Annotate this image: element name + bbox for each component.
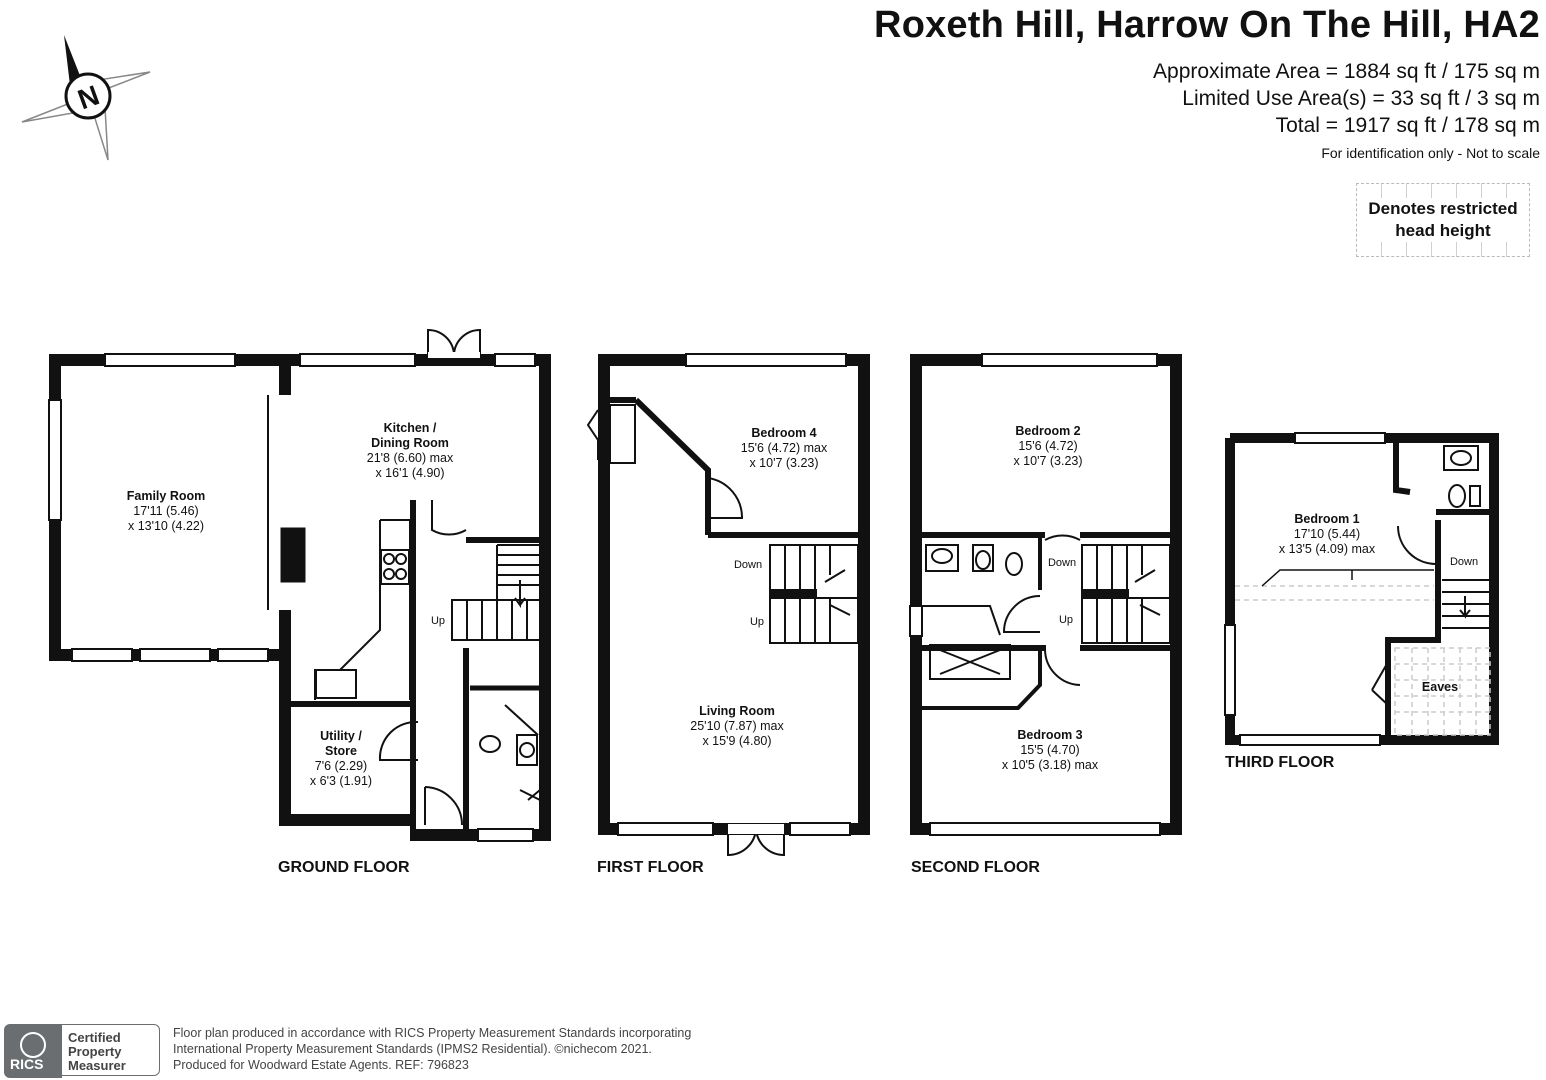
badge-line-2: Property — [68, 1044, 122, 1059]
kitchen-name-2: Dining Room — [371, 436, 449, 450]
bedroom1-size-1: 17'10 (5.44) — [1294, 527, 1360, 541]
badge-line-1: Certified — [68, 1030, 121, 1045]
living-room-size-1: 25'10 (7.87) max — [690, 719, 784, 733]
rics-emblem-icon — [20, 1032, 46, 1058]
family-room-name: Family Room — [127, 489, 206, 503]
eaves-label: Eaves — [1422, 680, 1458, 694]
utility-size-1: 7'6 (2.29) — [315, 759, 367, 773]
first-floor-plan — [586, 353, 870, 857]
kitchen-name-1: Kitchen / — [384, 421, 437, 435]
first-floor-label: FIRST FLOOR — [597, 859, 704, 876]
first-stairs-down-label: Down — [734, 559, 762, 571]
ground-floor-plan — [48, 328, 551, 842]
utility-name-1: Utility / — [320, 729, 362, 743]
total-area: Total = 1917 sq ft / 178 sq m — [1275, 114, 1540, 137]
bedroom2-size-1: 15'6 (4.72) — [1018, 439, 1077, 453]
bedroom1-size-2: x 13'5 (4.09) max — [1279, 542, 1376, 556]
bedroom2-size-2: x 10'7 (3.23) — [1013, 454, 1082, 468]
family-room-size-2: x 13'10 (4.22) — [128, 519, 204, 533]
bedroom3-name: Bedroom 3 — [1017, 728, 1082, 742]
bedroom4-size-2: x 10'7 (3.23) — [749, 456, 818, 470]
bedroom2-name: Bedroom 2 — [1015, 424, 1080, 438]
bedroom1-name: Bedroom 1 — [1294, 512, 1359, 526]
family-room-size-1: 17'11 (5.46) — [133, 504, 198, 518]
bedroom3-size-1: 15'5 (4.70) — [1020, 743, 1079, 757]
living-room-name: Living Room — [699, 704, 775, 718]
utility-name-2: Store — [325, 744, 357, 758]
bedroom4-size-1: 15'6 (4.72) max — [741, 441, 828, 455]
second-floor-label: SECOND FLOOR — [911, 859, 1040, 876]
third-floor-labels: Bedroom 1 17'10 (5.44) x 13'5 (4.09) max… — [1225, 512, 1478, 771]
kitchen-size-1: 21'8 (6.60) max — [367, 451, 454, 465]
legend-line-2: head height — [1361, 220, 1525, 242]
ground-floor-label: GROUND FLOOR — [278, 859, 410, 876]
footer-line-2: International Property Measurement Stand… — [173, 1042, 652, 1056]
rics-logo-text: RICS — [10, 1056, 44, 1072]
kitchen-size-2: x 16'1 (4.90) — [375, 466, 444, 480]
rics-logo: RICS — [4, 1024, 62, 1078]
second-stairs-up-label: Up — [1059, 614, 1073, 626]
badge-line-3: Measurer — [68, 1058, 126, 1073]
living-room-size-2: x 15'9 (4.80) — [702, 734, 771, 748]
legend-line-1: Denotes restricted — [1361, 198, 1525, 220]
first-floor-labels: Bedroom 4 15'6 (4.72) max x 10'7 (3.23) … — [597, 426, 828, 876]
approximate-area: Approximate Area = 1884 sq ft / 175 sq m — [1153, 60, 1540, 83]
bedroom4-name: Bedroom 4 — [751, 426, 816, 440]
third-floor-label: THIRD FLOOR — [1225, 754, 1335, 771]
footer-line-1: Floor plan produced in accordance with R… — [173, 1026, 692, 1040]
compass-icon: N — [21, 35, 151, 161]
second-floor-plan — [909, 353, 1182, 836]
footer-notes: Floor plan produced in accordance with R… — [173, 1025, 691, 1073]
first-stairs-up-label: Up — [750, 616, 764, 628]
bedroom3-size-2: x 10'5 (3.18) max — [1002, 758, 1099, 772]
third-stairs-down-label: Down — [1450, 556, 1478, 568]
ground-stairs-up-label: Up — [431, 615, 445, 627]
ground-floor-labels: Family Room 17'11 (5.46) x 13'10 (4.22) … — [127, 421, 454, 876]
property-title: Roxeth Hill, Harrow On The Hill, HA2 — [874, 4, 1540, 46]
second-floor-labels: Bedroom 2 15'6 (4.72) x 10'7 (3.23) Bedr… — [911, 424, 1099, 876]
limited-use-area: Limited Use Area(s) = 33 sq ft / 3 sq m — [1182, 87, 1540, 110]
footer-line-3: Produced for Woodward Estate Agents. REF… — [173, 1058, 469, 1072]
certified-measurer-badge: Certified Property Measurer — [62, 1024, 160, 1076]
restricted-height-legend: Denotes restricted head height — [1356, 183, 1530, 257]
scale-disclaimer: For identification only - Not to scale — [1321, 145, 1540, 161]
second-stairs-down-label: Down — [1048, 557, 1076, 569]
area-summary: Approximate Area = 1884 sq ft / 175 sq m… — [1153, 58, 1540, 139]
third-floor-plan — [1224, 432, 1499, 746]
utility-size-2: x 6'3 (1.91) — [310, 774, 372, 788]
